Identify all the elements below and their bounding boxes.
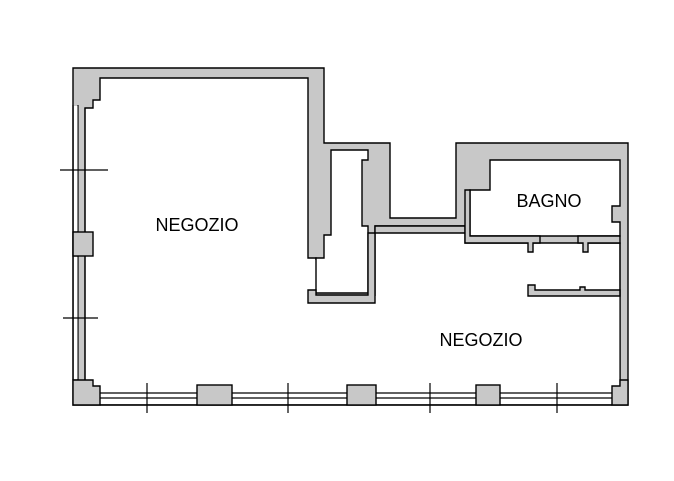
- label-negozio-right: NEGOZIO: [439, 330, 522, 350]
- antibagno-wall: [527, 284, 621, 297]
- bottom-pilaster: [475, 384, 501, 406]
- bagno-wall-left: [464, 189, 541, 253]
- label-bagno: BAGNO: [516, 191, 581, 211]
- corridor-wall: [307, 232, 376, 304]
- label-negozio-left: NEGOZIO: [155, 215, 238, 235]
- bottom-pilaster: [346, 384, 377, 406]
- bagno-wall-right: [577, 235, 621, 253]
- room-bagno: [469, 159, 621, 237]
- left-pilaster: [72, 231, 94, 257]
- partition-wall: [374, 225, 466, 234]
- bottom-pilaster: [196, 384, 233, 406]
